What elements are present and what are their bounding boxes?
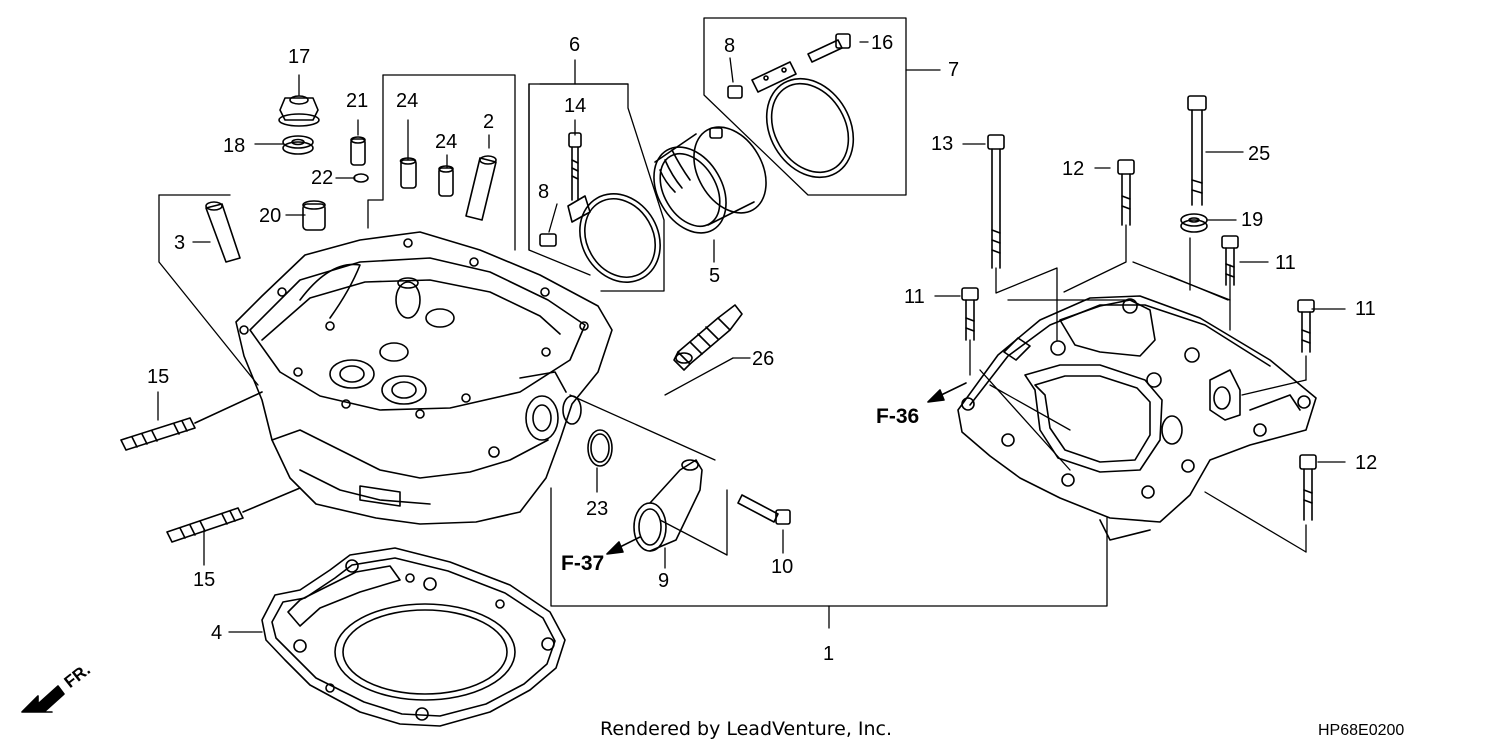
- callout-9: 9: [658, 570, 670, 592]
- head-gasket-part-4: [262, 548, 565, 726]
- callout-15a: 15: [147, 366, 170, 388]
- callout-3: 3: [174, 232, 186, 254]
- callout-8a: 8: [724, 35, 736, 57]
- screw-part-16: [808, 34, 850, 62]
- bolt-part-12b: [1300, 455, 1316, 520]
- flange-nut-part-17: [279, 96, 319, 126]
- stud-bolt-part-15a: [121, 392, 262, 450]
- bolt-part-11c: [1298, 300, 1314, 352]
- callout-8b: 8: [538, 181, 550, 203]
- oring-part-22: [354, 174, 368, 182]
- ref-f37[interactable]: F-37: [561, 552, 605, 575]
- callout-5: 5: [709, 265, 721, 287]
- front-arrow-icon: [22, 686, 64, 712]
- dowel-part-24a: [401, 158, 417, 188]
- callout-13: 13: [931, 133, 954, 155]
- f37-arrow-icon: [607, 537, 640, 554]
- callout-17: 17: [288, 46, 311, 68]
- callout-11c: 11: [1355, 298, 1376, 320]
- callout-15b: 15: [193, 569, 216, 591]
- callout-2: 2: [483, 111, 495, 133]
- callout-7: 7: [948, 59, 960, 81]
- oring-part-23: [588, 430, 612, 466]
- footer-credit: Rendered by LeadVenture, Inc.: [600, 718, 893, 740]
- callout-16: 16: [871, 32, 894, 54]
- callout-14: 14: [564, 95, 587, 117]
- nut-part-8a: [540, 234, 556, 246]
- callout-21: 21: [346, 90, 369, 112]
- callout-20: 20: [259, 205, 282, 227]
- f36-arrow-icon: [928, 383, 966, 402]
- guide-part-3: [206, 202, 240, 262]
- bolt-part-12a: [1118, 160, 1134, 225]
- callout-1: 1: [823, 643, 835, 665]
- bolt-part-11b: [962, 288, 978, 340]
- diagram-code: HP68E0200: [1318, 722, 1405, 739]
- dowel-part-24b: [439, 166, 453, 196]
- clamp-band-part-7: [749, 62, 870, 193]
- bolt-part-25: [1188, 96, 1206, 205]
- washer-part-19: [1181, 214, 1207, 232]
- callout-18: 18: [223, 135, 246, 157]
- band-clamp-part-6: [564, 179, 676, 297]
- guide-part-2: [466, 156, 496, 220]
- callout-24b: 24: [435, 131, 458, 153]
- callout-11a: 11: [1275, 252, 1296, 274]
- washer-part-18: [283, 136, 313, 154]
- callout-22: 22: [311, 167, 334, 189]
- spark-plug-part-26: [674, 305, 742, 370]
- leader-lines: [158, 18, 1345, 632]
- ref-f36[interactable]: F-36: [876, 405, 920, 428]
- callout-26: 26: [752, 348, 775, 370]
- callout-25: 25: [1248, 143, 1271, 165]
- callout-23: 23: [586, 498, 609, 520]
- callout-12a: 12: [1062, 158, 1085, 180]
- stud-bolt-part-15b: [167, 488, 300, 542]
- callout-24a: 24: [396, 90, 419, 112]
- cylinder-head-cover: [958, 296, 1316, 540]
- callout-10: 10: [771, 556, 794, 578]
- nut-part-8b: [728, 86, 742, 98]
- bolt-part-10: [738, 495, 790, 524]
- intake-boot-part-5: [639, 114, 780, 246]
- callout-11b: 11: [904, 286, 925, 308]
- callout-19: 19: [1241, 209, 1264, 231]
- callout-6: 6: [569, 34, 581, 56]
- cylinder-head: [236, 232, 612, 524]
- bolt-part-13: [988, 135, 1004, 268]
- bolt-part-11a: [1222, 236, 1238, 285]
- callout-12b: 12: [1355, 452, 1378, 474]
- water-joint-part-9: [634, 460, 702, 551]
- dowel-part-21: [351, 137, 365, 165]
- callout-4: 4: [211, 622, 223, 644]
- bolt-part-14: [569, 133, 581, 200]
- seal-part-20: [303, 201, 325, 230]
